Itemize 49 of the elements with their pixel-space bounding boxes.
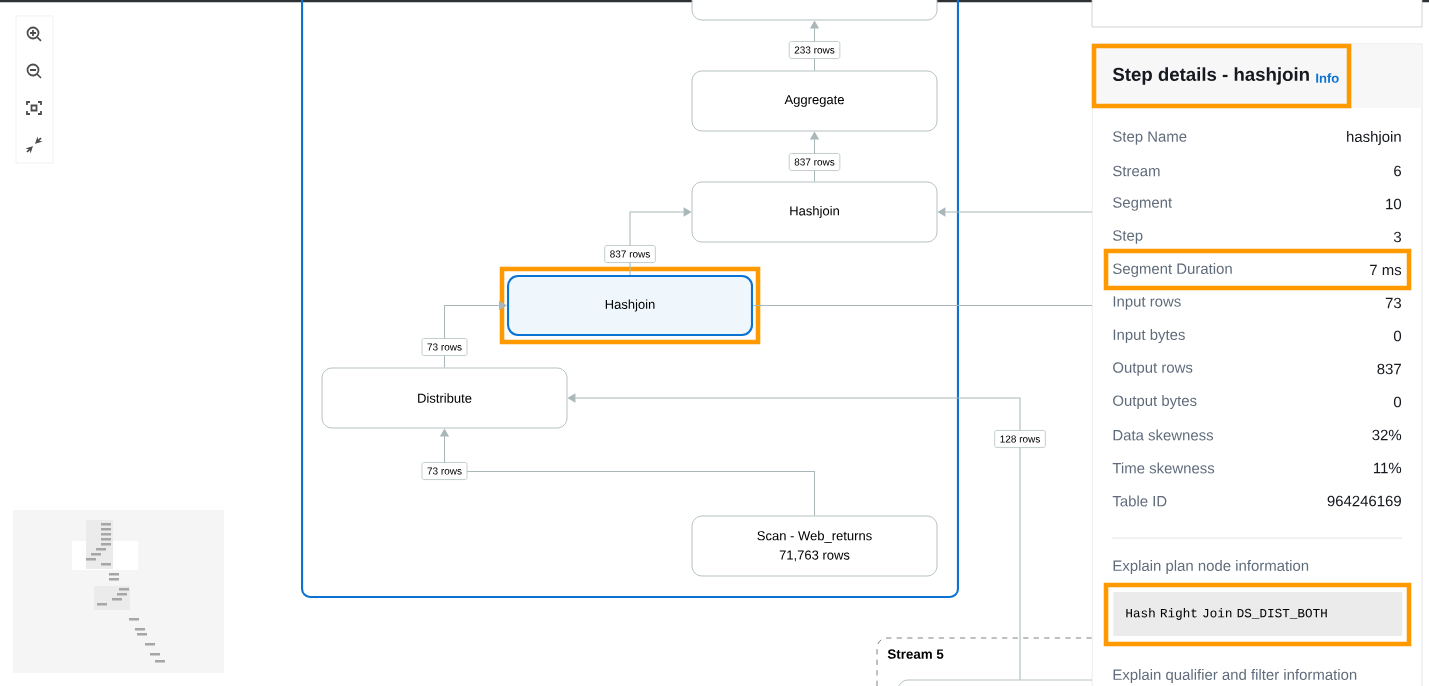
step-box [691,0,938,21]
property-value: 0 [1393,396,1402,408]
property-name: Step [1113,230,1143,244]
property-name: Step Name [1113,131,1187,145]
connector-line [752,305,1093,307]
property-name: Stream [1113,165,1160,177]
property-name: Input bytes [1113,329,1185,343]
edge-label: 128 rows [994,430,1046,448]
edge-label: 233 rows [788,41,841,59]
property-value: 7 ms [1370,264,1402,276]
property-value: 837 [1377,363,1401,375]
step-box: Distribute [321,367,568,429]
step-box: Hashjoin [691,181,938,243]
property-value: 3 [1393,231,1402,243]
property-name: Time skewness [1112,462,1215,474]
step-box [897,679,1093,686]
property-name: Output rows [1113,362,1193,376]
property-value: 11% [1374,462,1402,474]
property-name: Segment Duration [1113,263,1232,277]
property-value: hashjoin [1347,131,1401,145]
property-value: 73 [1385,297,1401,309]
property-value: 964246169 [1327,495,1401,507]
property-name: Table ID [1112,495,1167,507]
property-name: Output bytes [1113,395,1197,409]
step-box: Aggregate [691,70,938,132]
property-value: 10 [1386,198,1402,210]
property-value: 32% [1372,429,1402,441]
property-name: Input rows [1113,296,1181,310]
stream-container [301,0,959,598]
property-name: Segment [1113,197,1173,211]
section-heading: Explain plan node information [1113,560,1309,574]
edge-label: 837 rows [788,153,841,171]
step-box: Scan - Web_returns 71,763 rows [691,515,938,577]
arrow [444,300,507,369]
step-box: Hashjoin [506,274,754,337]
property-name: Data skewness [1113,429,1214,441]
panel-heading: Step details - hashjoin [1112,67,1309,85]
code-block: Hash Right Join DS_DIST_BOTH [1103,582,1412,647]
edge-label: 73 rows [421,462,468,480]
edge-label: 73 rows [421,338,468,356]
arrow [937,207,1093,217]
stream-box: Stream 5 [876,637,1093,686]
info-link: Info [1316,73,1339,83]
property-value: 6 [1394,165,1402,177]
section-heading: Explain qualifier and filter information [1113,669,1357,683]
edge-label: 837 rows [604,245,656,263]
arrow [629,207,692,276]
property-value: 0 [1393,330,1402,342]
arrow [567,393,1021,681]
